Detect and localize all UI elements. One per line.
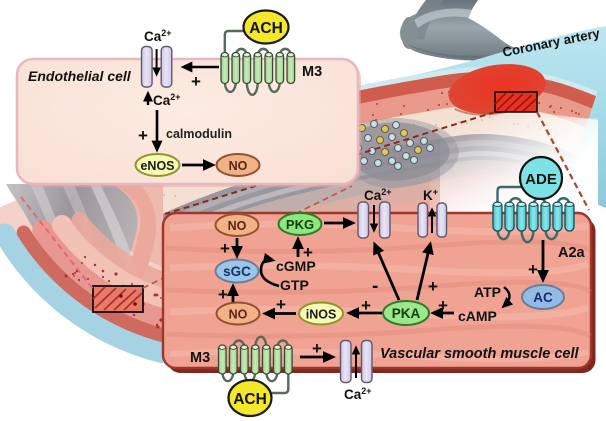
svg-text:ATP: ATP: [474, 284, 501, 300]
svg-text:sGC: sGC: [223, 264, 251, 279]
svg-text:+: +: [312, 339, 322, 358]
svg-text:AC: AC: [533, 290, 553, 305]
svg-text:eNOS: eNOS: [140, 159, 174, 173]
svg-text:PKA: PKA: [392, 306, 421, 321]
svg-text:NO: NO: [229, 308, 248, 322]
svg-text:ACH: ACH: [233, 391, 267, 408]
svg-text:+: +: [191, 72, 201, 91]
svg-text:+: +: [276, 295, 286, 314]
svg-text:+: +: [528, 260, 538, 279]
svg-text:M3: M3: [302, 64, 322, 80]
svg-text:+: +: [218, 285, 228, 304]
svg-text:ADE: ADE: [525, 171, 557, 188]
svg-text:+: +: [303, 243, 313, 262]
svg-text:+: +: [428, 277, 438, 296]
svg-text:cAMP: cAMP: [458, 308, 497, 324]
svg-text:NO: NO: [228, 219, 247, 233]
svg-text:+: +: [361, 296, 371, 315]
svg-text:ACH: ACH: [249, 20, 283, 37]
svg-text:A2a: A2a: [558, 245, 586, 261]
svg-text:Vascular smooth muscle cell: Vascular smooth muscle cell: [380, 346, 579, 362]
svg-text:cGMP: cGMP: [276, 258, 316, 274]
svg-text:calmodulin: calmodulin: [166, 127, 232, 141]
svg-text:-: -: [372, 276, 378, 297]
svg-text:NO: NO: [229, 159, 248, 173]
svg-text:GTP: GTP: [280, 277, 309, 293]
svg-text:M3: M3: [190, 350, 210, 366]
svg-text:PKG: PKG: [286, 217, 314, 232]
svg-text:iNOS: iNOS: [306, 308, 337, 322]
svg-text:+: +: [220, 239, 230, 258]
svg-text:+: +: [138, 126, 148, 145]
svg-text:+: +: [438, 296, 448, 315]
svg-text:Endothelial cell: Endothelial cell: [28, 68, 132, 84]
